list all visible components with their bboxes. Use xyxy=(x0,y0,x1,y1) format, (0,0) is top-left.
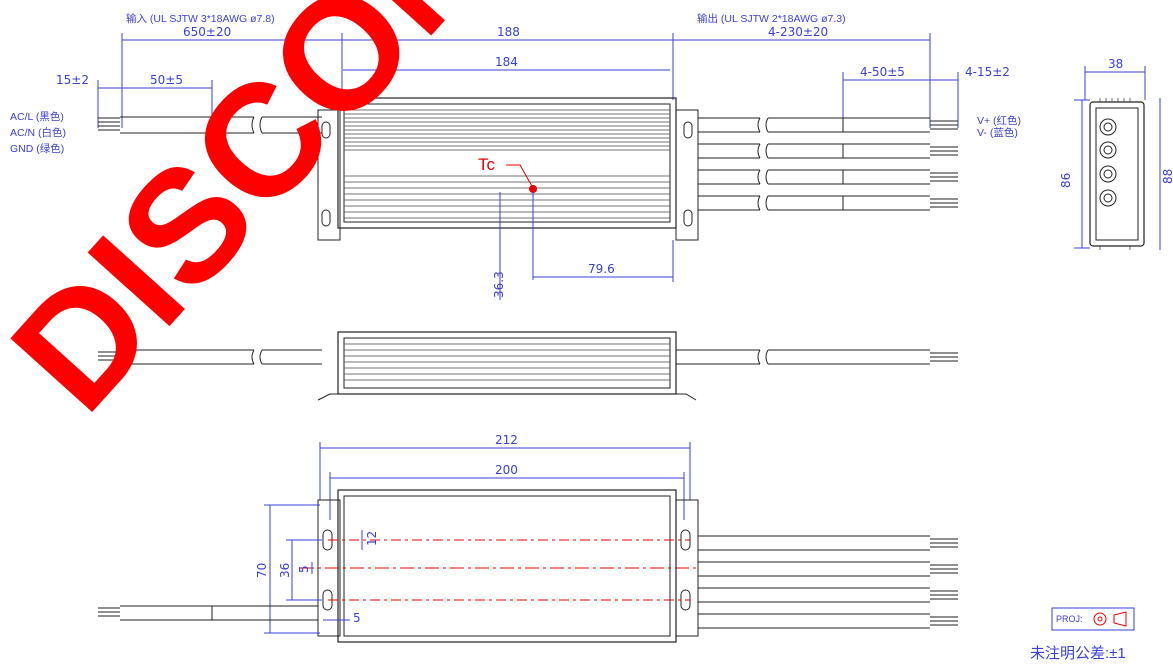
dim-tc-y: 36.3 xyxy=(492,271,506,298)
top-view: 650±20 188 4-230±20 15±2 50±5 184 4-50±5… xyxy=(10,12,1021,300)
dim-height-70: 70 xyxy=(255,563,269,578)
dim-strip-right: 4-15±2 xyxy=(965,65,1010,79)
vminus-label: V- (蓝色) xyxy=(977,126,1018,139)
dim-height-36: 36 xyxy=(278,563,292,578)
dim-end-width: 38 xyxy=(1108,57,1123,71)
dim-slot-5-v: 5 xyxy=(297,565,311,573)
bottom-view: 212 200 70 36 5 12 5 xyxy=(98,433,958,643)
output-cables xyxy=(698,117,958,211)
dim-flange-length: 212 xyxy=(495,433,518,447)
tolerance-note: 未注明公差:±1 xyxy=(1030,645,1126,662)
end-view: 38 86 88 xyxy=(1059,57,1173,250)
input-spec-label: 输入 (UL SJTW 3*18AWG ø7.8) xyxy=(126,12,275,25)
side-view xyxy=(98,331,958,401)
dim-jacket-left: 50±5 xyxy=(150,73,183,87)
dim-tc-x: 79.6 xyxy=(588,262,615,276)
projection-symbol: PROJ: xyxy=(1051,607,1135,631)
discontinued-watermark: DISCONTINUED xyxy=(0,0,925,443)
gnd-label: GND (绿色) xyxy=(10,142,64,155)
dim-slot-5-h: 5 xyxy=(353,611,361,625)
dim-output-cable: 4-230±20 xyxy=(768,25,828,39)
dim-slot-12: 12 xyxy=(365,531,379,546)
tc-point xyxy=(529,185,537,193)
tc-label: Tc xyxy=(478,155,496,174)
dim-end-height-right: 88 xyxy=(1161,169,1173,184)
dim-jacket-right: 4-50±5 xyxy=(860,65,905,79)
output-spec-label: 输出 (UL SJTW 2*18AWG ø7.3) xyxy=(697,12,846,25)
dim-strip-left: 15±2 xyxy=(56,73,89,87)
acl-label: AC/L (黑色) xyxy=(10,110,64,123)
proj-label: PROJ: xyxy=(1056,614,1083,624)
dim-body-length: 188 xyxy=(497,25,520,39)
dim-bottom-length: 200 xyxy=(495,463,518,477)
dim-end-height: 86 xyxy=(1059,173,1073,188)
dim-input-cable: 650±20 xyxy=(183,25,231,39)
vplus-label: V+ (红色) xyxy=(977,114,1021,127)
acn-label: AC/N (白色) xyxy=(10,126,66,139)
dim-body-inner: 184 xyxy=(495,55,518,69)
